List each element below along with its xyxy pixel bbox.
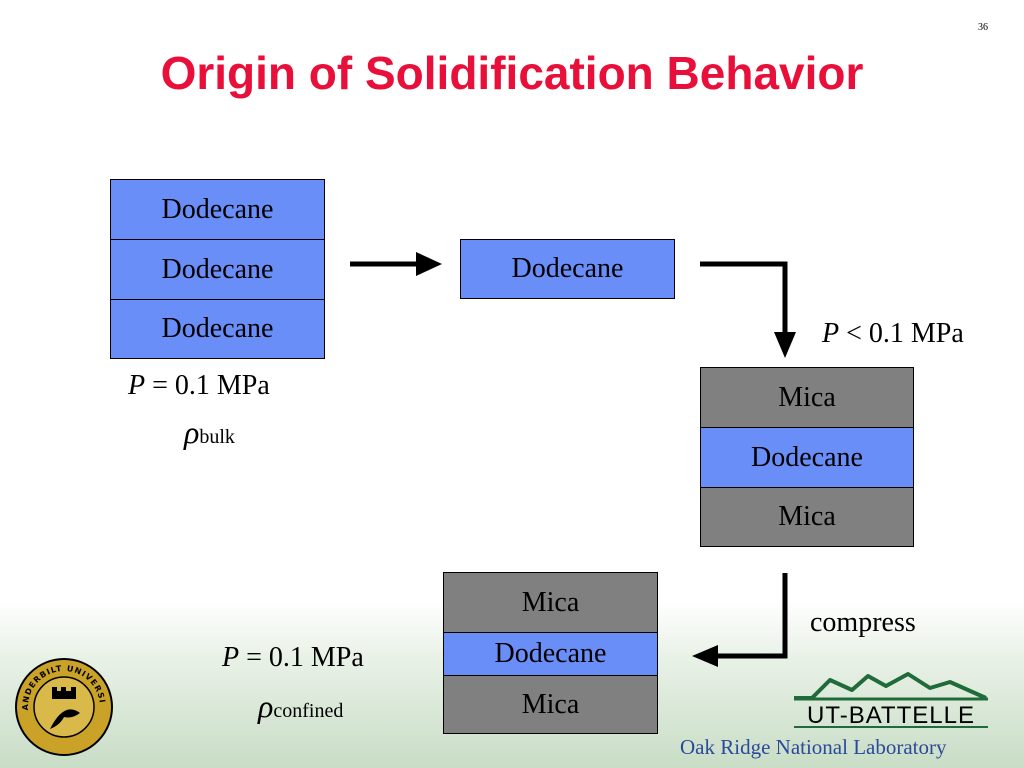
confined-final-dodecane: Dodecane	[443, 632, 658, 676]
bulk-layer-2: Dodecane	[110, 239, 325, 300]
bulk-layer-1: Dodecane	[110, 179, 325, 240]
confined-pressure-label: P = 0.1 MPa	[222, 642, 364, 674]
arrow-single-to-confined	[700, 261, 796, 358]
rho-confined-symbol: ρ	[258, 688, 274, 724]
low-p-symbol: P	[822, 318, 840, 349]
confined-p-value: = 0.1 MPa	[246, 642, 364, 673]
ut-battelle-logo	[794, 672, 988, 728]
bulk-layer-3: Dodecane	[110, 299, 325, 359]
bulk-p-symbol: P	[128, 370, 146, 401]
single-dodecane-layer: Dodecane	[460, 239, 675, 299]
confined-initial-mica-bottom: Mica	[700, 487, 914, 547]
low-pressure-label: P < 0.1 MPa	[822, 318, 964, 350]
confined-final-mica-top: Mica	[443, 572, 658, 633]
ut-battelle-wordmark: UT-BATTELLE	[807, 702, 975, 729]
low-p-value: < 0.1 MPa	[846, 318, 964, 349]
rho-confined-label: ρconfined	[258, 688, 343, 725]
confined-p-symbol: P	[222, 642, 240, 673]
slide-title: Origin of Solidification Behavior	[160, 47, 864, 99]
rho-symbol: ρ	[184, 414, 200, 450]
bulk-p-value: = 0.1 MPa	[152, 370, 270, 401]
rho-confined-subscript: confined	[273, 700, 344, 722]
vanderbilt-seal-logo: VANDERBILT UNIVERSITY	[14, 657, 113, 756]
ornl-wordmark: Oak Ridge National Laboratory	[680, 735, 947, 759]
rho-bulk-subscript: bulk	[199, 426, 235, 448]
confined-initial-dodecane: Dodecane	[700, 427, 914, 488]
bulk-pressure-label: P = 0.1 MPa	[128, 370, 270, 402]
slide-number: 36	[978, 22, 988, 33]
confined-initial-mica-top: Mica	[700, 367, 914, 428]
confined-final-mica-bottom: Mica	[443, 675, 658, 734]
arrow-compress	[692, 573, 788, 667]
compress-label: compress	[810, 607, 916, 638]
rho-bulk-label: ρbulk	[184, 414, 235, 451]
arrow-bulk-to-single	[350, 252, 442, 276]
